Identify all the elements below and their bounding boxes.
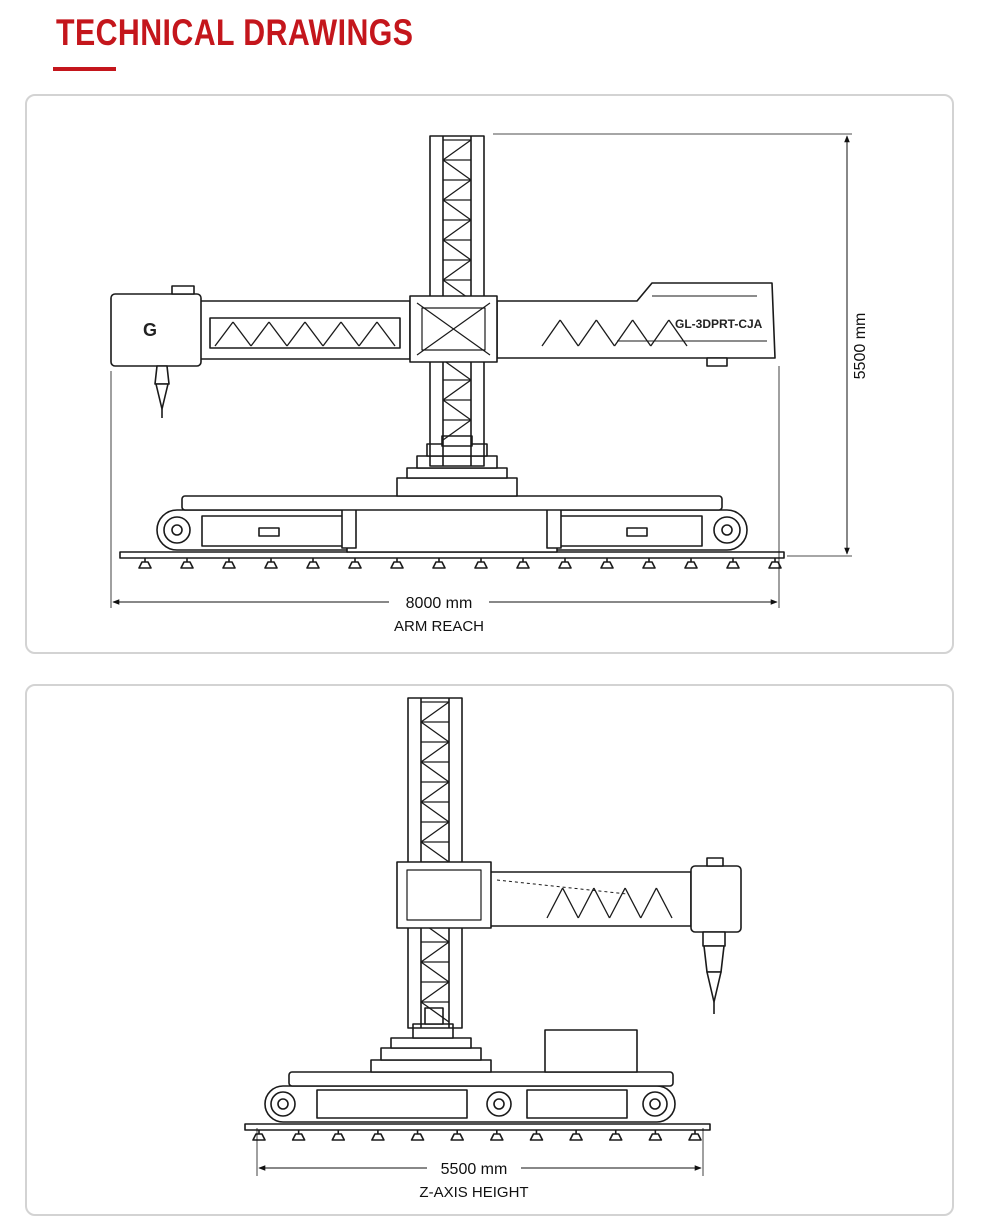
leveling-foot <box>306 561 320 569</box>
leveling-foot <box>726 561 740 569</box>
front-view-drawing-panel: G GL-3DPRT-CJA 5500 mm 8000 mm ARM REACH <box>25 94 954 654</box>
crawler-track <box>264 1085 676 1123</box>
base-platform <box>288 1071 674 1087</box>
leveling-foot <box>264 561 278 569</box>
leveling-foot <box>569 1133 583 1141</box>
leveling-foot <box>371 1133 385 1141</box>
leveling-foot <box>474 561 488 569</box>
leveling-foot <box>331 1133 346 1141</box>
leveling-foot <box>450 1133 464 1141</box>
leveling-foot <box>558 561 572 569</box>
z-axis-height-caption: Z-AXIS HEIGHT <box>419 1184 528 1201</box>
leveling-foot <box>684 561 698 569</box>
arm-reach-caption: ARM REACH <box>394 618 484 635</box>
leveling-foot <box>222 561 236 569</box>
horizontal-arm <box>488 871 692 927</box>
leveling-foot <box>516 561 530 569</box>
print-head-housing <box>110 293 202 367</box>
width-dimension-value: 5500 mm <box>441 1161 508 1178</box>
leveling-foot <box>390 561 404 569</box>
leveling-foot <box>688 1133 702 1141</box>
leveling-foot <box>529 1133 544 1141</box>
page-title: TECHNICAL DRAWINGS <box>56 12 414 53</box>
base-platform <box>181 495 723 511</box>
leveling-foot <box>180 561 194 569</box>
leveling-foot <box>642 561 656 569</box>
floor-beam <box>119 551 785 559</box>
leveling-foot <box>490 1133 504 1141</box>
side-view-drawing-panel: 5500 mm Z-AXIS HEIGHT <box>25 684 954 1216</box>
leveling-foot <box>252 1133 266 1141</box>
leveling-foot <box>432 561 446 569</box>
model-label: GL-3DPRT-CJA <box>675 317 763 331</box>
floor-beam <box>244 1123 711 1131</box>
width-dimension-value: 8000 mm <box>406 595 473 612</box>
leveling-feet <box>252 1130 702 1141</box>
front-view-drawing: G GL-3DPRT-CJA 5500 mm 8000 mm ARM REACH <box>110 133 869 635</box>
width-dimension-line <box>256 1128 704 1176</box>
width-dimension-line <box>110 366 780 608</box>
leveling-foot <box>608 1133 623 1141</box>
leveling-foot <box>348 561 362 569</box>
height-dimension-line <box>493 133 852 557</box>
leveling-foot <box>410 1133 425 1141</box>
leveling-foot <box>768 561 782 569</box>
leveling-feet <box>138 558 782 569</box>
leveling-foot <box>648 1133 663 1141</box>
leveling-foot <box>138 561 152 569</box>
mast-carriage <box>396 861 492 929</box>
leveling-foot <box>600 561 614 569</box>
height-dimension-value: 5500 mm <box>852 313 869 380</box>
head-label: G <box>143 320 157 340</box>
title-underline <box>53 67 116 71</box>
left-arm <box>199 300 411 360</box>
print-head-housing <box>690 865 742 933</box>
control-cabinet <box>544 1029 638 1073</box>
leveling-foot <box>291 1133 306 1141</box>
side-view-drawing: 5500 mm Z-AXIS HEIGHT <box>244 697 742 1201</box>
